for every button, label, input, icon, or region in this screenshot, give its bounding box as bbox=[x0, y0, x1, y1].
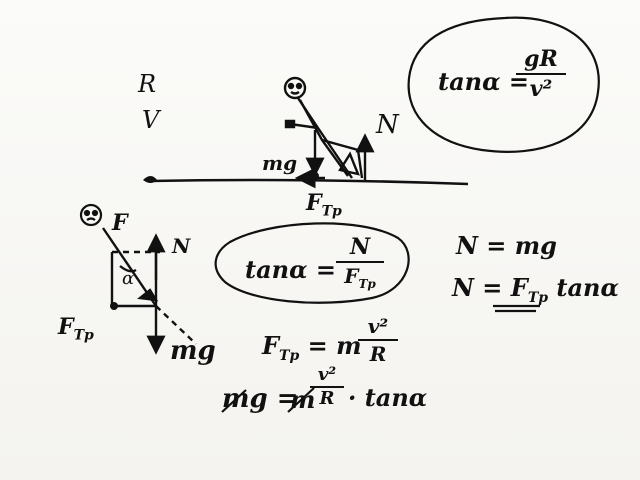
ftp-lhs: FTp = m bbox=[262, 331, 362, 364]
circle-formula-mid bbox=[214, 222, 410, 304]
label-mg-top: mg bbox=[262, 151, 298, 175]
ground-line bbox=[149, 178, 469, 186]
formula-n-eq-mg: N = mg bbox=[456, 231, 557, 260]
mg-lhs: mg = bbox=[222, 384, 299, 414]
frac-num-gr: gR bbox=[524, 46, 558, 72]
formula-n-eq-ftp-tan: N = FTp tanα bbox=[452, 273, 619, 306]
frac-den-ftp: FTp bbox=[344, 264, 376, 291]
frac-den-v2: v² bbox=[529, 76, 553, 102]
frac-den-r-b: R bbox=[319, 388, 335, 409]
label-ftp-left: FTp bbox=[58, 314, 94, 344]
force-diagram-left bbox=[102, 227, 197, 355]
tan-lhs-mid: tanα = bbox=[245, 255, 337, 284]
frac-num-v2-b: v² bbox=[317, 364, 337, 385]
label-mg-left: mg bbox=[170, 336, 216, 366]
cross-out-m-left bbox=[221, 389, 247, 413]
label-n-top: N bbox=[376, 110, 399, 140]
cross-out-m-right bbox=[287, 387, 315, 413]
label-ftp-top: FTp bbox=[306, 190, 342, 220]
frac-num-n: N bbox=[349, 234, 371, 260]
label-v: V bbox=[142, 106, 160, 134]
ground-blob bbox=[143, 176, 157, 183]
circle-formula-top bbox=[407, 16, 600, 153]
frac-den-r: R bbox=[369, 342, 387, 366]
face-icon-left bbox=[79, 203, 103, 227]
frac-num-v2: v² bbox=[367, 314, 389, 338]
cyclist-figure-top bbox=[283, 76, 364, 179]
label-n-left: N bbox=[172, 234, 191, 258]
label-alpha: α bbox=[122, 268, 135, 289]
label-r: R bbox=[138, 70, 157, 98]
tan-lhs-top: tanα = bbox=[438, 67, 530, 96]
label-f-left: F bbox=[112, 210, 128, 236]
m-crossed: m bbox=[290, 385, 316, 414]
tan-rhs-bottom: · tanα bbox=[348, 383, 428, 412]
